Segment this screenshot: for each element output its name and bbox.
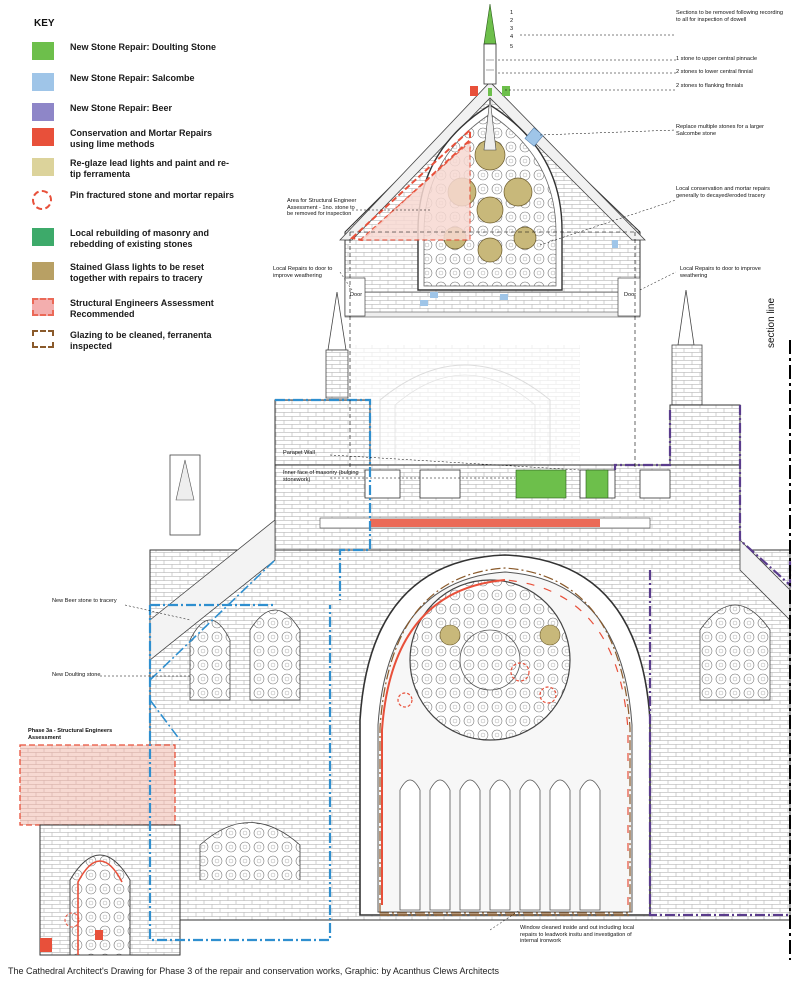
callout-upper-pinnacle: 1 stone to upper central pinnacle — [676, 56, 758, 62]
legend-swatch — [32, 298, 54, 316]
legend-swatch — [32, 262, 54, 280]
callout-local-conservation: Local conservation and mortar repairs ge… — [676, 186, 770, 199]
legend-label: New Stone Repair: Salcombe — [70, 73, 195, 83]
callout-leaders — [100, 34, 677, 931]
callout-area-structural: Area for Structural Engineer Assessment … — [287, 198, 357, 218]
pinnacle-number: 5 — [510, 44, 514, 50]
legend-label: New Stone Repair: Beer — [70, 103, 173, 113]
legend-swatch — [32, 128, 54, 146]
legend-swatch — [32, 42, 54, 60]
legend-label: Conservation and Mortar Repairs using li… — [70, 128, 213, 149]
legend-label: Re-glaze lead lights and paint and re-ti… — [70, 158, 230, 179]
legend-swatch — [32, 73, 54, 91]
callout-lower-finnial: 2 stones to lower central finnial — [676, 69, 753, 75]
legend-swatch — [32, 330, 54, 348]
legend-swatch — [32, 228, 54, 246]
door-tag-left: Door — [350, 292, 363, 298]
top-pinnacle — [470, 3, 510, 151]
door-tag-right: Door — [624, 292, 637, 298]
legend-swatch — [32, 190, 52, 210]
callout-phase3a: Phase 3a - Structural Engineers Assessme… — [28, 728, 113, 741]
callout-door-left: Local Repairs to door to improve weather… — [273, 266, 333, 279]
legend-label: Pin fractured stone and mortar repairs — [70, 190, 235, 200]
section-line-label: section line — [766, 297, 777, 348]
callout-door-right: Local Repairs to door to improve weather… — [680, 266, 761, 279]
legend-label: Structural Engineers Assessment Recommen… — [70, 298, 214, 319]
legend-label: New Stone Repair: Doulting Stone — [70, 42, 217, 52]
legend-label: Local rebuilding of masonry and rebeddin… — [70, 228, 210, 249]
legend-title: KEY — [34, 18, 55, 29]
callout-sections-removed: Sections to be removed following recordi… — [676, 10, 783, 23]
legend-swatch — [32, 103, 54, 121]
legend-swatch — [32, 158, 54, 176]
callout-inner-face: Inner face of masonry (bulging stonework… — [283, 470, 359, 483]
callout-new-beer: New Beer stone to tracery — [52, 598, 117, 604]
callout-parapet: Parapet Wall — [283, 450, 315, 456]
ghost-nave-elevation — [350, 345, 580, 465]
legend-label: Stained Glass lights to be reset togethe… — [70, 262, 205, 283]
callout-replace-multiple: Replace multiple stones for a larger Sal… — [676, 124, 764, 137]
pinnacle-number: 1 — [510, 10, 514, 16]
pinnacle-number: 2 — [510, 18, 514, 24]
boundary-lines — [148, 231, 792, 942]
callout-flanking-finnials: 2 stones to flanking finnials — [676, 83, 744, 89]
great-west-window — [359, 554, 651, 916]
upper-gable — [339, 81, 646, 318]
callout-window-cleaned: Window cleaned inside and out including … — [520, 925, 635, 945]
pinnacle-number: 4 — [510, 34, 514, 40]
legend-key: KEY — [30, 18, 230, 29]
legend-label: Glazing to be cleaned, ferranenta inspec… — [70, 330, 212, 351]
figure-caption: The Cathedral Architect's Drawing for Ph… — [8, 966, 499, 976]
callout-new-doulting: New Doulting stone — [52, 672, 101, 678]
pinnacle-number: 3 — [510, 26, 514, 32]
